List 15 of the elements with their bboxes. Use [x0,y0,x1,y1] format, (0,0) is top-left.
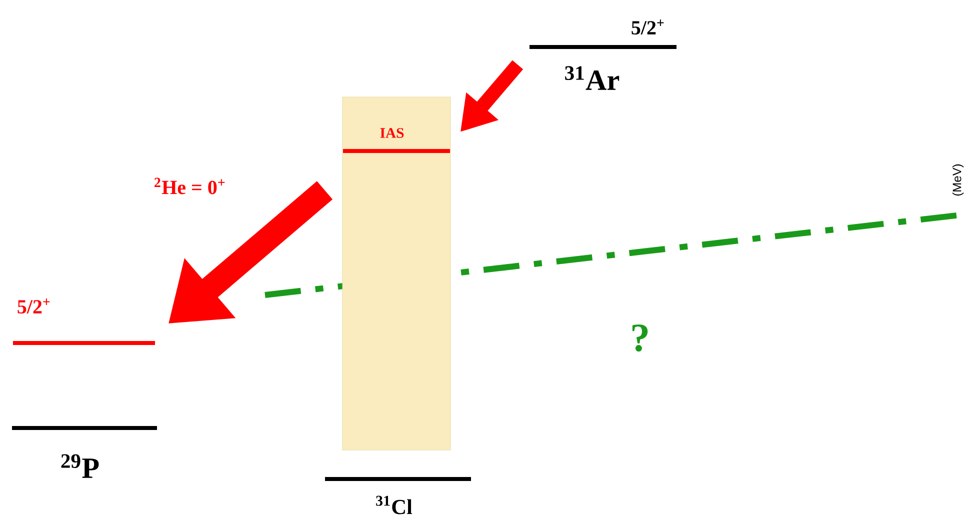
energy-level: 5/2$^{+}$ $^{31}$Ar [530,19,676,90]
level-band [342,96,451,450]
question-mark: ? [632,324,648,352]
node-label: $^{29}$P [61,454,99,478]
energy-level: $^{29}$P [12,426,157,478]
node-label: 5/2$^{+}$ [18,298,50,314]
node-label: 5/2$^{+}$ [632,19,664,35]
node-label: IAS [380,128,404,138]
axis-unit: (MeV) [952,164,964,196]
energy-level: 5/2$^{+}$ [13,298,155,345]
energy-level: $^{31}$Cl [325,477,471,514]
node-label: $^{31}$Cl [376,496,412,514]
edge-label: $^{2}$He = 0$^{+}$ [154,178,225,194]
node-label: $^{31}$Ar [565,66,620,90]
energy-level: IAS [343,128,450,153]
